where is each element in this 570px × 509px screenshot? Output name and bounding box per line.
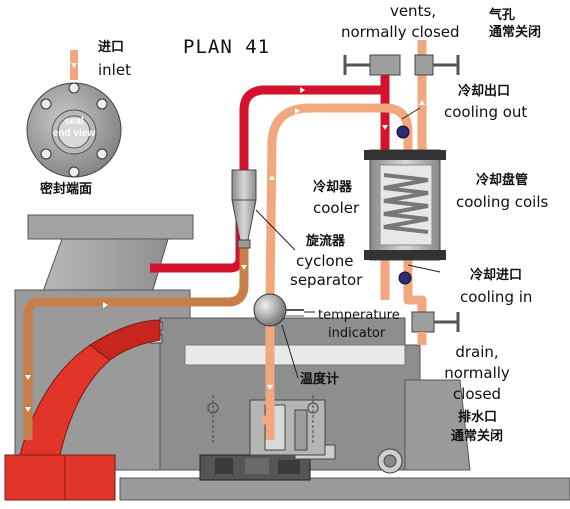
vents-label-zh-1: 气孔 xyxy=(489,8,516,23)
flow-arrows xyxy=(25,63,425,412)
temperature-indicator xyxy=(253,293,304,327)
drain-label-zh-1: 排水口 xyxy=(458,410,498,425)
cooling-out-label-en: cooling out xyxy=(444,103,528,121)
temperature-label-en-1: temperature xyxy=(318,308,400,323)
cooling-coils-label-en: cooling coils xyxy=(456,193,549,211)
cyclone-separator xyxy=(231,169,257,249)
mechanical-seal xyxy=(199,395,336,481)
drain-label-en-2: normally xyxy=(444,364,510,382)
vents-label-en-2: normally closed xyxy=(341,23,460,41)
impeller xyxy=(4,319,161,501)
leader-lines xyxy=(255,107,441,379)
cyclone-label-zh: 旋流器 xyxy=(306,234,346,249)
cooler xyxy=(364,125,446,285)
cooler-label-en: cooler xyxy=(313,199,360,217)
cooling-in-label-en: cooling in xyxy=(460,288,533,306)
seal-end-view-en-1: seal xyxy=(64,116,84,127)
diagram-title: PLAN 41 xyxy=(183,36,271,58)
cyclone-label-en-1: cyclone xyxy=(296,252,354,270)
drain-label-en-3: closed xyxy=(452,385,502,403)
cooling-out-label-zh: 冷却出口 xyxy=(458,84,511,99)
seal-end-view xyxy=(26,82,122,178)
hot-line-to-cooler xyxy=(239,85,390,170)
vents-label-en-1: vents, xyxy=(389,2,437,20)
drain-valve xyxy=(411,311,460,345)
inlet-label-en: inlet xyxy=(98,61,131,79)
return-line xyxy=(23,240,249,440)
vents-label-zh-2: 通常关闭 xyxy=(489,25,542,40)
cooling-coils-label-zh: 冷却盘管 xyxy=(476,173,529,188)
cyclone-label-en-2: separator xyxy=(290,271,363,289)
temperature-label-en-2: indicator xyxy=(328,326,386,341)
drain-label-zh-2: 通常关闭 xyxy=(451,429,504,444)
drain-label-en-1: drain, xyxy=(455,343,499,361)
cool-line xyxy=(265,103,413,440)
inlet-label-zh: 进口 xyxy=(98,40,125,55)
seal-end-view-en-2: end view xyxy=(52,128,96,139)
thermometer-label-zh: 温度计 xyxy=(300,372,340,387)
cooling-in-label-zh: 冷却进口 xyxy=(470,268,523,283)
vent-valves xyxy=(343,54,460,76)
seal-end-view-zh: 密封端面 xyxy=(40,182,93,197)
cooler-label-zh: 冷却器 xyxy=(313,180,353,195)
